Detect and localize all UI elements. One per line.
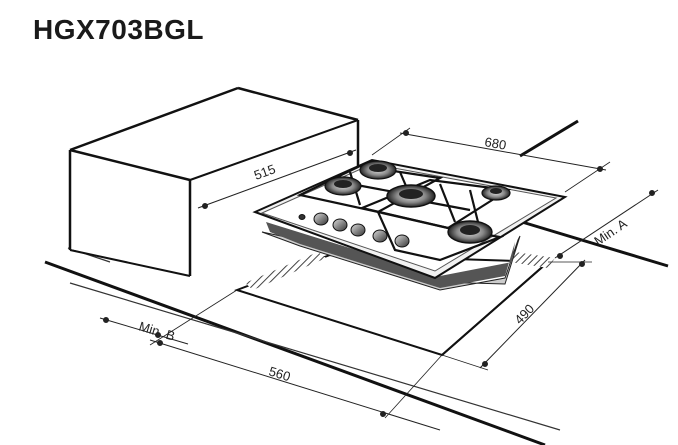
dim-label-490: 490 — [511, 301, 537, 327]
knob-3 — [350, 223, 366, 237]
knob-1 — [313, 212, 329, 226]
dim-label-680: 680 — [483, 134, 507, 153]
burners — [324, 160, 511, 244]
dim-label-560: 560 — [267, 364, 292, 385]
dim-label-min-a: Min. A — [591, 216, 630, 249]
worktop-back-edge — [519, 119, 669, 268]
dimension-lines — [99, 127, 659, 431]
knob-5 — [394, 234, 410, 248]
dim-label-min-b: Min. B — [137, 319, 177, 344]
knob-2 — [332, 218, 348, 232]
dim-label-515: 515 — [252, 161, 278, 183]
ignition-button — [298, 214, 306, 220]
control-knobs — [298, 212, 410, 248]
model-title: HGX703BGL — [33, 14, 204, 45]
gas-hob — [252, 158, 568, 291]
knob-4 — [372, 229, 388, 243]
